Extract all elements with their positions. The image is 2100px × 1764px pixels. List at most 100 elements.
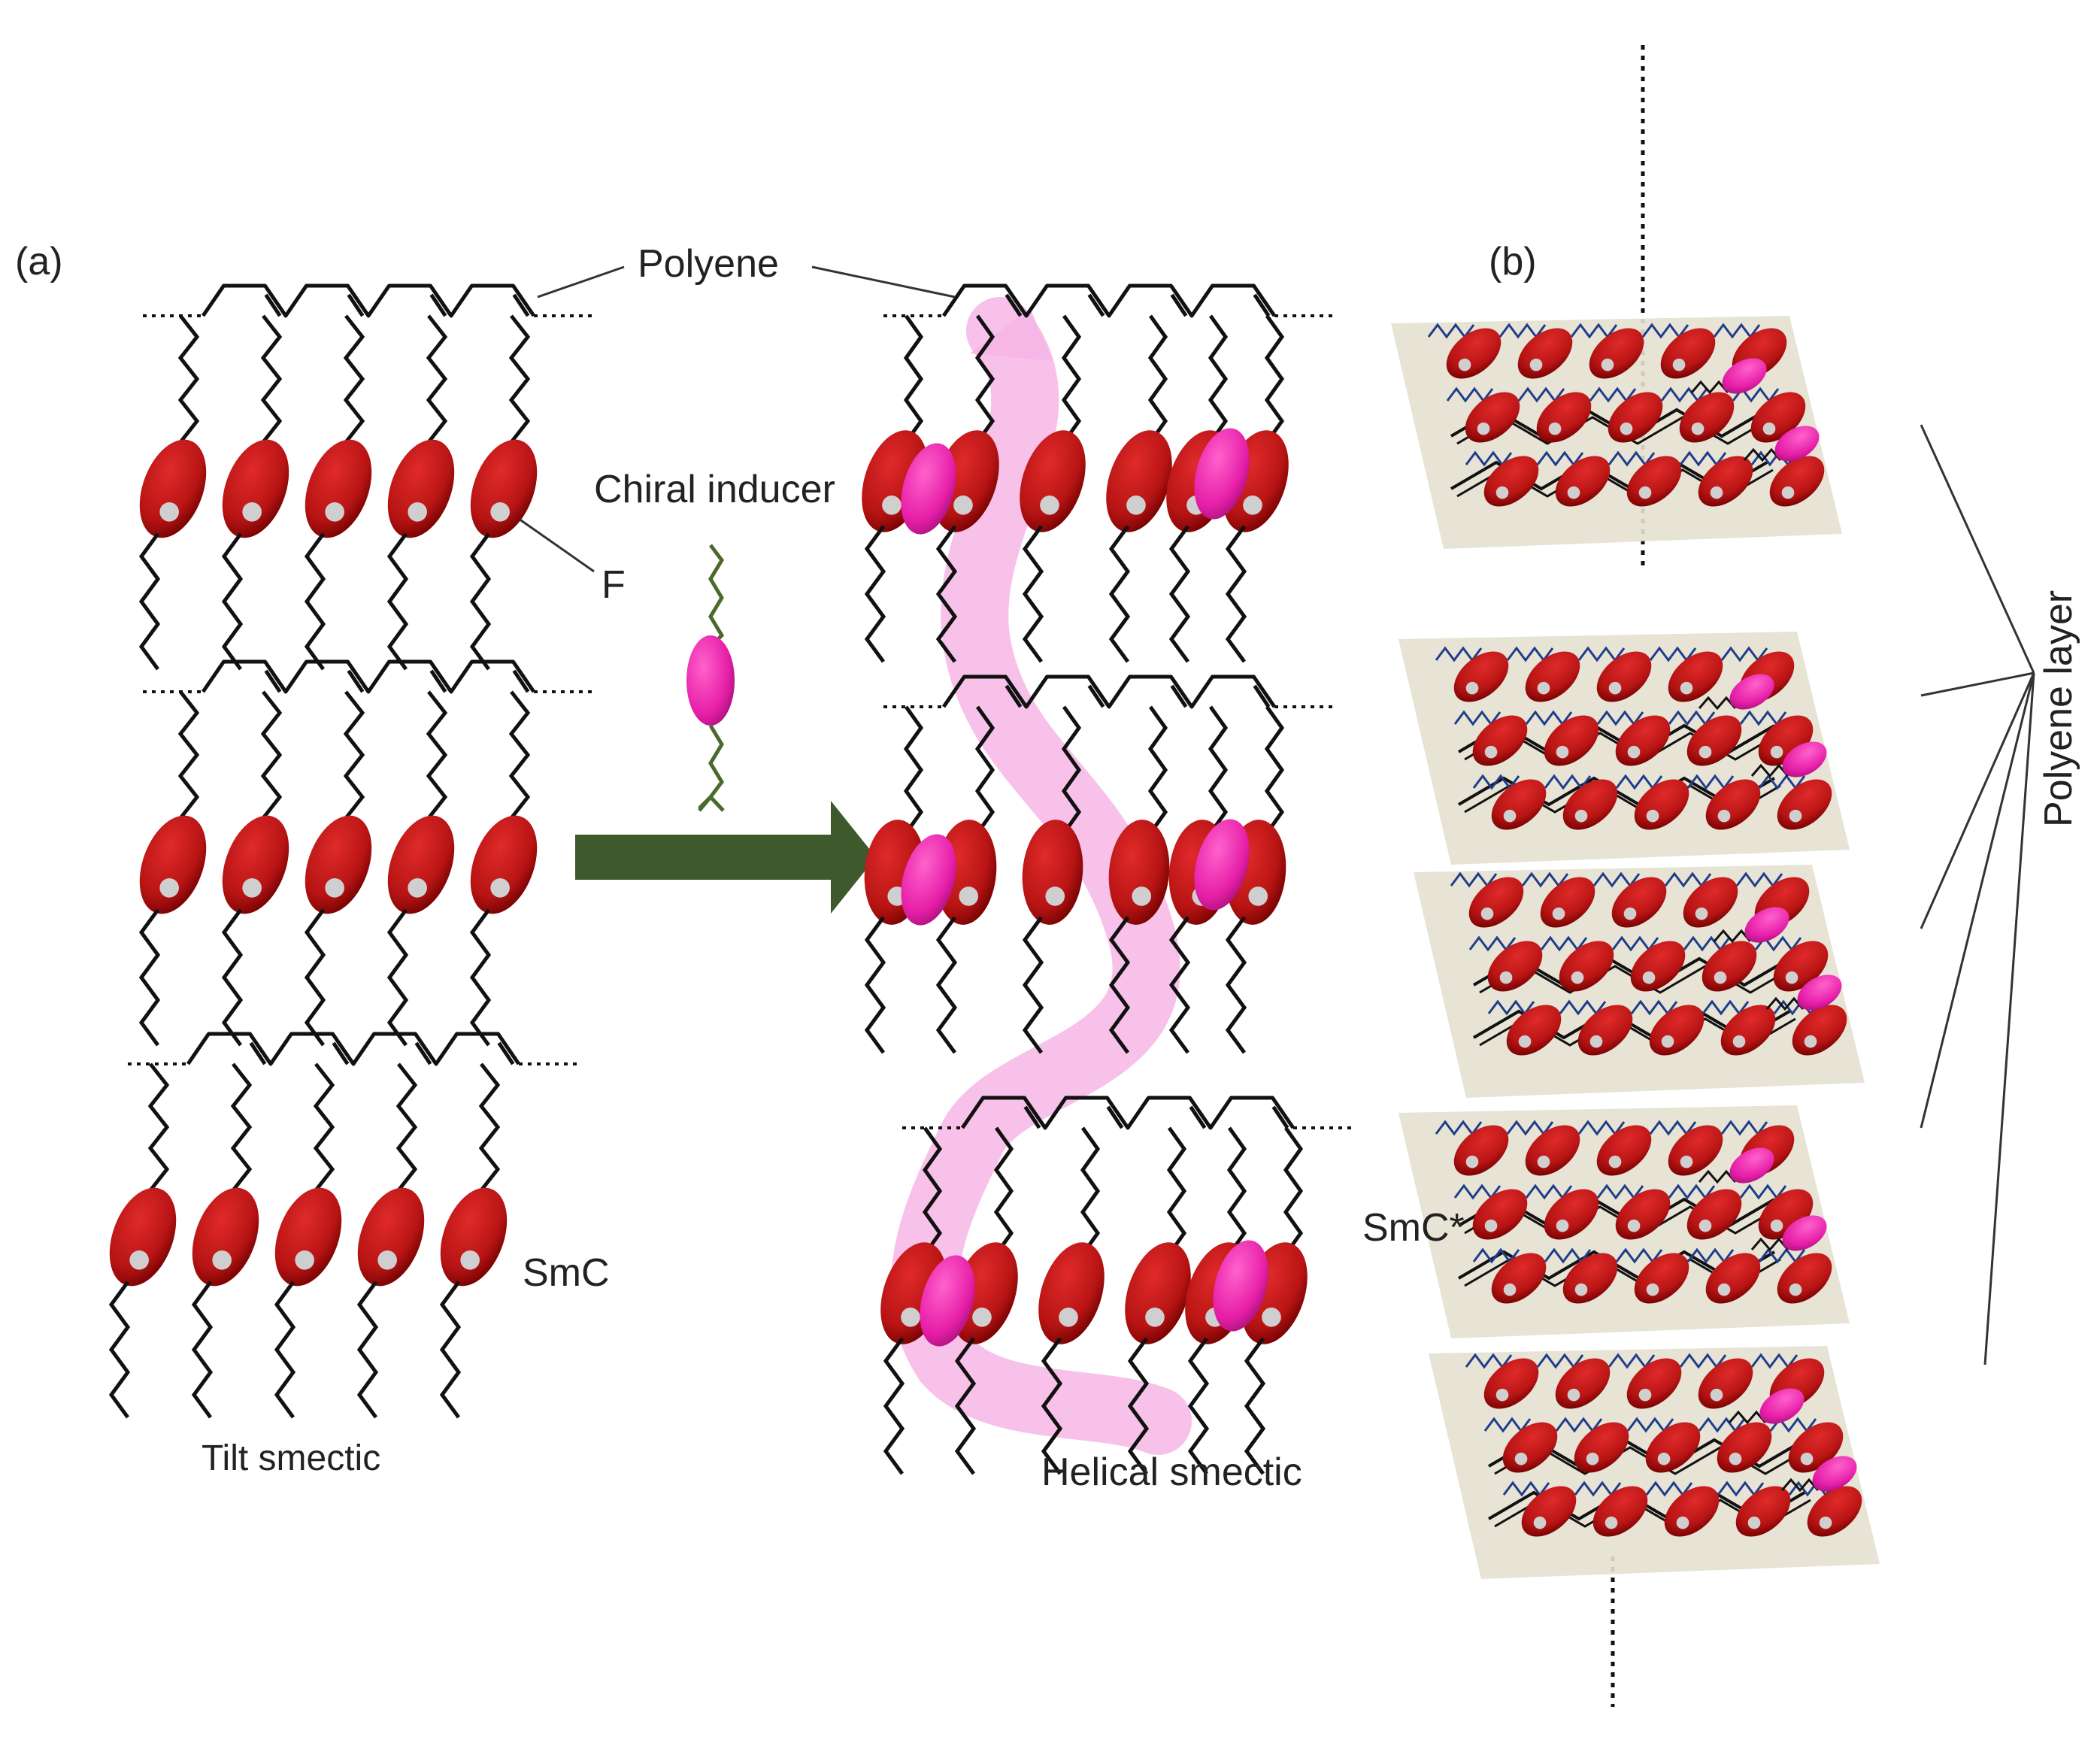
mesogen xyxy=(1720,1005,1776,1056)
inducer-chain xyxy=(1750,763,1789,778)
fluorine-dot xyxy=(882,496,902,515)
tail-chain xyxy=(1225,525,1247,663)
fluorine-dot xyxy=(1770,1219,1783,1232)
fluorine-dot xyxy=(1589,1035,1603,1048)
spacer-chain xyxy=(343,690,365,820)
mesogen xyxy=(1525,1125,1580,1176)
mesogen xyxy=(1453,651,1509,702)
chiral-inducer xyxy=(1213,1240,1268,1332)
smc-star-label: SmC* xyxy=(1362,1206,1465,1250)
polyene-backbone xyxy=(883,674,1335,709)
mesogen xyxy=(274,1187,342,1287)
mesogen xyxy=(1562,1253,1618,1304)
mesogen xyxy=(1807,1486,1862,1537)
fluorine-dot xyxy=(1680,1155,1693,1168)
mesogen xyxy=(1705,1253,1761,1304)
double-bond xyxy=(414,1041,432,1065)
inducer-chain xyxy=(1728,1410,1767,1425)
polyene-backbone xyxy=(143,283,594,318)
spacer-chain xyxy=(177,690,200,820)
spacer-chain xyxy=(260,690,283,820)
tail-chain xyxy=(469,908,492,1047)
mesogen xyxy=(357,1187,425,1287)
tail-chain xyxy=(1022,916,1044,1054)
inducer-chain xyxy=(1765,996,1805,1011)
fluorine-dot xyxy=(1465,1155,1479,1168)
fluorine-dot xyxy=(1458,358,1471,371)
tail-chain xyxy=(138,532,161,671)
fluorine-dot xyxy=(242,502,262,522)
fluorine-dot xyxy=(159,878,179,898)
mesogen xyxy=(1717,1422,1772,1473)
tail-chain xyxy=(469,532,492,671)
mesogen xyxy=(1596,1125,1652,1176)
fluorine-dot xyxy=(1732,1035,1746,1048)
tail-chain xyxy=(935,916,958,1054)
mesogen xyxy=(1630,941,1686,992)
mesogen-body xyxy=(1797,974,1842,1011)
layered-stack-diagram xyxy=(1391,45,1880,1707)
inducer-chain xyxy=(1780,1478,1820,1493)
mesogen-body xyxy=(1022,820,1083,925)
fluorine-dot xyxy=(295,1250,314,1270)
mesogen-body xyxy=(1782,741,1827,777)
mesogen xyxy=(1525,651,1580,702)
fluorine-dot xyxy=(1676,1516,1689,1529)
polyene-plane xyxy=(1429,1346,1880,1579)
mesogen-body xyxy=(109,1187,177,1287)
mesogen xyxy=(1472,1189,1528,1240)
fluorine-dot xyxy=(1499,971,1513,984)
chiral-inducer xyxy=(1797,974,1842,1011)
polyene-plane xyxy=(1414,865,1865,1098)
fluorine-dot xyxy=(1646,809,1659,823)
fluorine-dot xyxy=(1574,809,1588,823)
tail-chain xyxy=(1108,525,1131,663)
fluorine-dot xyxy=(1710,486,1723,499)
mesogen-body xyxy=(305,439,372,538)
fluorine-dot xyxy=(1605,1516,1618,1529)
mesogen xyxy=(1649,1005,1705,1056)
helical-layer xyxy=(864,674,1335,1054)
fluorine-dot xyxy=(1695,907,1708,920)
fluorine-dot xyxy=(1627,1219,1641,1232)
double-bond xyxy=(512,293,530,317)
mesogen-body xyxy=(139,439,207,538)
mesogen-body xyxy=(1722,358,1767,394)
fluorine-dot xyxy=(1145,1308,1165,1327)
tail-chain xyxy=(221,908,244,1047)
double-bond xyxy=(347,669,365,693)
fluorine-dot xyxy=(1262,1308,1281,1327)
backbone-chain xyxy=(941,674,1277,709)
fluorine-dot xyxy=(1747,1516,1761,1529)
mesogen xyxy=(1615,715,1671,766)
mesogen xyxy=(1446,328,1502,379)
transform-arrow xyxy=(575,801,876,914)
mesogen xyxy=(1521,1486,1577,1537)
fluorine-dot xyxy=(1729,1452,1742,1465)
fluorine-dot xyxy=(1661,1035,1674,1048)
mesogen xyxy=(1022,820,1083,925)
tail-chain xyxy=(1108,916,1131,1054)
mesogen xyxy=(1589,328,1644,379)
mesogen xyxy=(1626,1358,1682,1409)
spacer-chain xyxy=(395,1062,418,1192)
chiral-inducer xyxy=(1759,1388,1805,1424)
mesogen xyxy=(1577,1005,1633,1056)
tail-chain xyxy=(138,908,161,1047)
mesogen xyxy=(470,815,538,914)
tail-chain xyxy=(1168,525,1191,663)
tilt-smectic-diagram xyxy=(108,283,594,1419)
mesogen xyxy=(222,815,289,914)
panel-a-label: (a) xyxy=(15,240,63,283)
fluorine-dot xyxy=(1503,809,1517,823)
fluorine-dot xyxy=(1717,809,1731,823)
mesogen xyxy=(1540,877,1595,928)
chiral-inducer xyxy=(901,443,956,535)
fluorine-dot xyxy=(972,1308,992,1327)
tail-chain xyxy=(1244,1337,1266,1475)
mesogen-body xyxy=(901,834,956,926)
fluorine-dot xyxy=(408,502,427,522)
polyene-backbone xyxy=(883,283,1335,318)
fluorine-dot xyxy=(1537,681,1550,695)
